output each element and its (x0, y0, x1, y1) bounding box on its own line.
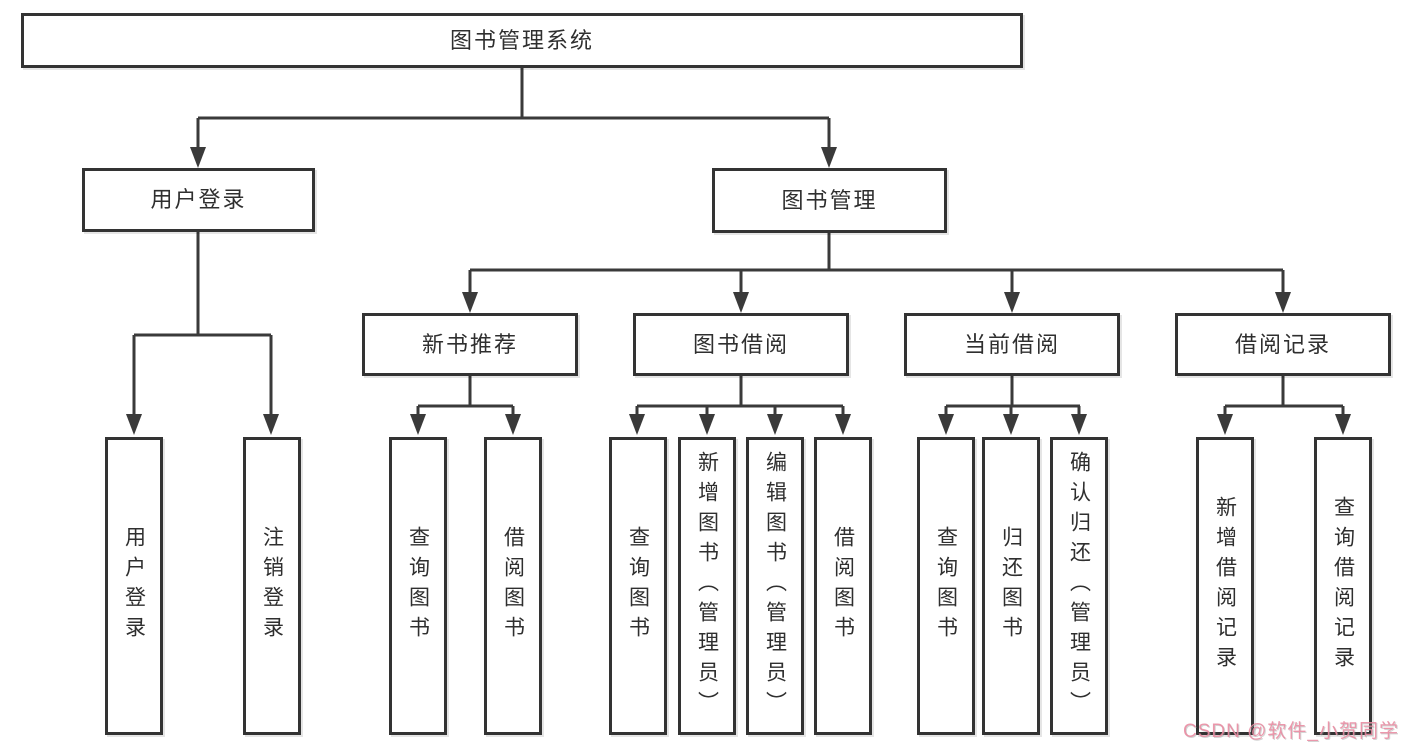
leaf-query-books-recommend: 查询图书 (389, 437, 447, 735)
leaf-user-login: 用户登录 (105, 437, 163, 735)
leaf-edit-books-admin: 编辑图书（管理员） (746, 437, 804, 735)
node-root: 图书管理系统 (21, 13, 1023, 68)
leaf-return-books: 归还图书 (982, 437, 1040, 735)
leaf-add-books-admin: 新增图书（管理员） (678, 437, 736, 735)
node-borrow-records: 借阅记录 (1175, 313, 1391, 376)
leaf-query-books-borrow: 查询图书 (609, 437, 667, 735)
arrowhead-icons (126, 147, 1351, 435)
node-user-login: 用户登录 (82, 168, 315, 232)
leaf-borrow-books: 借阅图书 (814, 437, 872, 735)
leaf-logout: 注销登录 (243, 437, 301, 735)
node-book-management: 图书管理 (712, 168, 947, 233)
leaf-query-borrow-record: 查询借阅记录 (1314, 437, 1372, 735)
leaf-borrow-books-recommend: 借阅图书 (484, 437, 542, 735)
node-book-borrow: 图书借阅 (633, 313, 849, 376)
leaf-query-books-current: 查询图书 (917, 437, 975, 735)
node-new-book-recommend: 新书推荐 (362, 313, 578, 376)
leaf-add-borrow-record: 新增借阅记录 (1196, 437, 1254, 735)
watermark: CSDN @软件_小贺同学 (1183, 721, 1399, 742)
leaf-confirm-return-admin: 确认归还（管理员） (1050, 437, 1108, 735)
node-current-borrow: 当前借阅 (904, 313, 1120, 376)
